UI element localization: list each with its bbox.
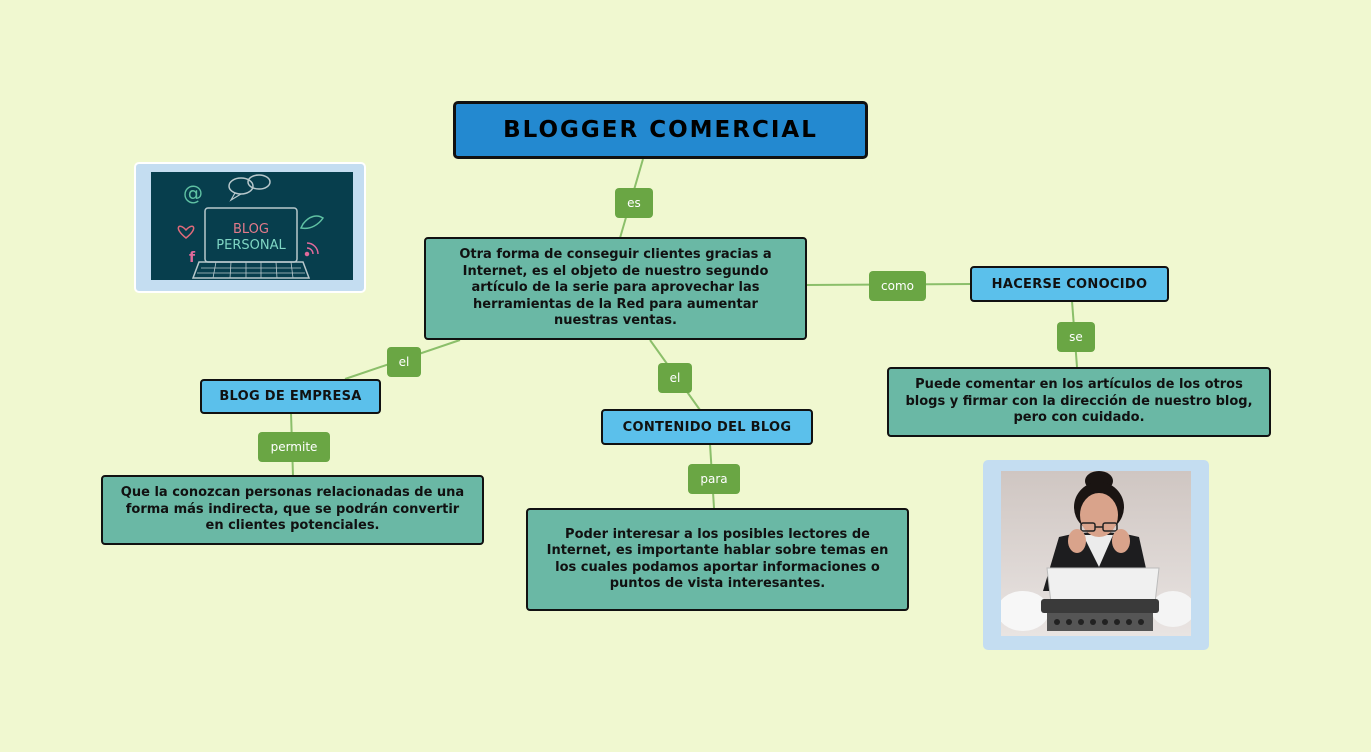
blog-personal-illustration: @ f BLOG PERSONAL: [151, 172, 353, 280]
contenido-del-blog-detail-node[interactable]: Poder interesar a los posibles lectores …: [526, 508, 909, 611]
facebook-icon: f: [189, 250, 196, 266]
link-label-permite[interactable]: permite: [258, 432, 330, 462]
link-label-para[interactable]: para: [688, 464, 740, 494]
title-node[interactable]: BLOGGER COMERCIAL: [453, 101, 868, 159]
typewriter-woman-illustration: [1001, 471, 1191, 636]
hacerse-conocido-detail-node[interactable]: Puede comentar en los artículos de los o…: [887, 367, 1271, 437]
blog-image-line2: PERSONAL: [216, 238, 286, 253]
blog-de-empresa-node[interactable]: BLOG DE EMPRESA: [200, 379, 381, 414]
heart-icon: [177, 225, 195, 239]
central-concept-node[interactable]: Otra forma de conseguir clientes gracias…: [424, 237, 807, 340]
link-label-se[interactable]: se: [1057, 322, 1095, 352]
link-label-el-center[interactable]: el: [658, 363, 692, 393]
at-icon: @: [183, 181, 203, 205]
blog-de-empresa-detail-node[interactable]: Que la conozcan personas relacionadas de…: [101, 475, 484, 545]
link-label-el-left[interactable]: el: [387, 347, 421, 377]
typewriter-woman-image: [983, 460, 1209, 650]
link-label-es[interactable]: es: [615, 188, 653, 218]
blog-personal-image: @ f BLOG PERSONAL: [134, 162, 366, 293]
rss-icon: [304, 242, 319, 257]
link-label-como[interactable]: como: [869, 271, 926, 301]
contenido-del-blog-node[interactable]: CONTENIDO DEL BLOG: [601, 409, 813, 445]
hacerse-conocido-node[interactable]: HACERSE CONOCIDO: [970, 266, 1169, 302]
blog-image-line1: BLOG: [233, 222, 269, 237]
twitter-icon: [299, 215, 325, 230]
